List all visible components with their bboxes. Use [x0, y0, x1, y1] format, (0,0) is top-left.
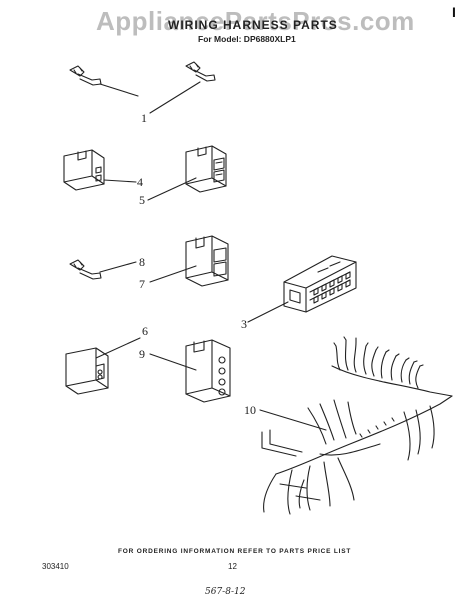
callout-9: 9 — [139, 347, 145, 361]
callout-7: 7 — [139, 277, 145, 291]
callout-3: 3 — [241, 317, 247, 331]
page-number: 12 — [228, 562, 237, 571]
callout-10: 10 — [244, 403, 256, 417]
callout-8: 8 — [139, 255, 145, 269]
connector-housing-part-9 — [185, 339, 231, 403]
leader-line-6 — [95, 337, 141, 359]
callout-5: 5 — [139, 193, 145, 207]
terminal-part-right — [185, 61, 216, 82]
diagram-title: WIRING HARNESS PARTS — [168, 18, 338, 32]
leader-line-3 — [247, 301, 289, 323]
leader-line-1a — [99, 83, 139, 97]
callout-6: 6 — [142, 324, 148, 338]
terminal-block-part-3 — [283, 255, 357, 313]
leader-line-10 — [259, 409, 327, 431]
connector-housing-part-4 — [63, 149, 105, 191]
callout-4: 4 — [137, 175, 143, 189]
watermark: AppliancePartsPros.com — [96, 6, 415, 36]
document-number: 303410 — [42, 562, 69, 571]
terminal-part-left — [69, 65, 102, 86]
model-subtitle: For Model: DP6880XLP1 — [198, 34, 296, 44]
leader-line-4 — [103, 179, 137, 183]
connector-housing-part-6 — [65, 347, 109, 395]
leader-line-8 — [99, 261, 137, 273]
leader-line-7 — [149, 265, 197, 283]
leader-line-5 — [147, 177, 197, 201]
terminal-part-8 — [69, 259, 102, 280]
leader-line-1b — [149, 81, 201, 114]
wiring-harness-part-10 — [261, 336, 453, 515]
connector-housing-part-5 — [185, 145, 227, 193]
connector-housing-part-7 — [185, 235, 229, 287]
leader-line-9 — [149, 353, 197, 371]
handwritten-note: 567-8-12 — [205, 587, 246, 597]
callout-1: 1 — [141, 111, 147, 125]
corner-mark: I — [452, 4, 456, 20]
ordering-info: FOR ORDERING INFORMATION REFER TO PARTS … — [118, 548, 352, 555]
